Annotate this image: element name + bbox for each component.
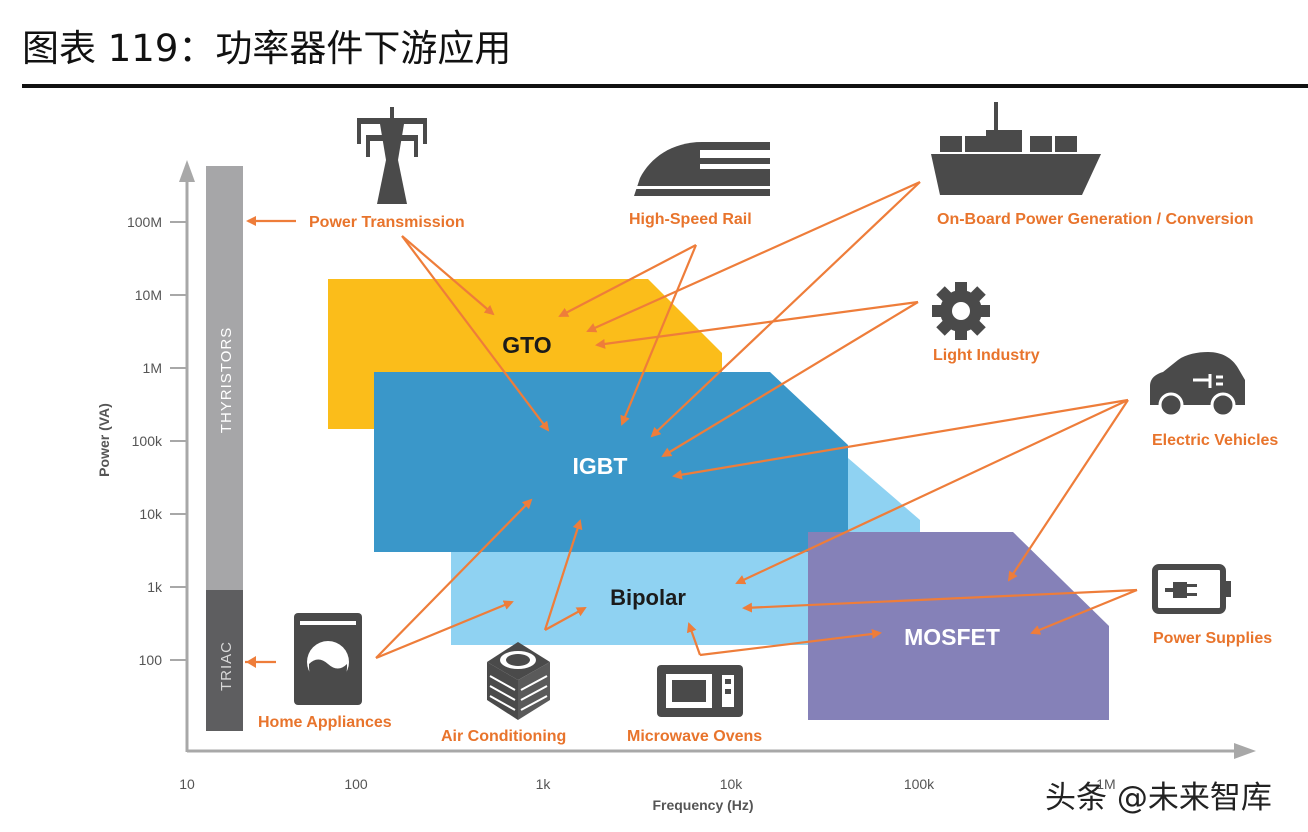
x-tick-label: 100: [344, 776, 368, 792]
train-icon: [634, 142, 770, 196]
bipolar-region: [451, 552, 808, 645]
ac-unit-icon: [487, 642, 550, 720]
gto-label: GTO: [502, 332, 551, 358]
washing-machine-icon: [294, 613, 362, 705]
electric-car-icon: [1150, 352, 1245, 418]
y-tick-label: 10k: [139, 506, 163, 522]
watermark: 头条 @未来智库: [1045, 780, 1272, 816]
app-label-onboard-power: On-Board Power Generation / Conversion: [937, 211, 1254, 228]
page-title: 图表 119：功率器件下游应用: [22, 27, 512, 70]
app-label-power-transmission: Power Transmission: [309, 214, 465, 231]
y-axis-label: Power (VA): [96, 403, 112, 477]
microwave-icon: [657, 665, 743, 717]
x-tick-label: 1k: [536, 776, 552, 792]
battery-plug-icon: [1152, 564, 1231, 614]
bipolar-label: Bipolar: [610, 585, 686, 610]
app-label-microwave-ovens: Microwave Ovens: [627, 728, 762, 745]
app-label-home-appliances: Home Appliances: [258, 714, 392, 731]
app-label-electric-vehicles: Electric Vehicles: [1152, 432, 1278, 449]
y-tick-label: 1M: [143, 360, 162, 376]
y-tick-label: 100M: [127, 214, 162, 230]
app-label-light-industry: Light Industry: [933, 347, 1040, 364]
gear-icon: [932, 282, 990, 340]
app-label-high-speed-rail: High-Speed Rail: [629, 211, 752, 228]
x-tick-label: 1M: [1096, 776, 1115, 792]
y-tick-label: 10M: [135, 287, 162, 303]
x-tick-label: 10k: [720, 776, 744, 792]
application-arrows: [245, 180, 1138, 668]
app-label-air-conditioning: Air Conditioning: [441, 728, 566, 745]
title-divider: [22, 84, 1308, 88]
thyristors-bar: [206, 166, 243, 590]
thyristors-label: THYRISTORS: [218, 327, 235, 433]
y-axis-arrow: [179, 160, 195, 182]
x-axis-label: Frequency (Hz): [652, 797, 753, 813]
y-tick-label: 100: [139, 652, 163, 668]
y-ticks: [170, 221, 187, 661]
triac-bar: [206, 590, 243, 731]
igbt-label: IGBT: [573, 453, 628, 479]
ship-icon: [931, 102, 1101, 195]
y-tick-label: 1k: [147, 579, 163, 595]
mosfet-label: MOSFET: [904, 624, 1000, 650]
app-label-power-supplies: Power Supplies: [1153, 630, 1272, 647]
transmission-tower-icon: [357, 107, 427, 204]
x-tick-label: 10: [179, 776, 195, 792]
triac-label: TRIAC: [218, 641, 235, 691]
mosfet-region: [808, 532, 1109, 720]
x-tick-label: 100k: [904, 776, 935, 792]
y-tick-label: 100k: [132, 433, 163, 449]
x-axis-arrow: [1234, 743, 1256, 759]
